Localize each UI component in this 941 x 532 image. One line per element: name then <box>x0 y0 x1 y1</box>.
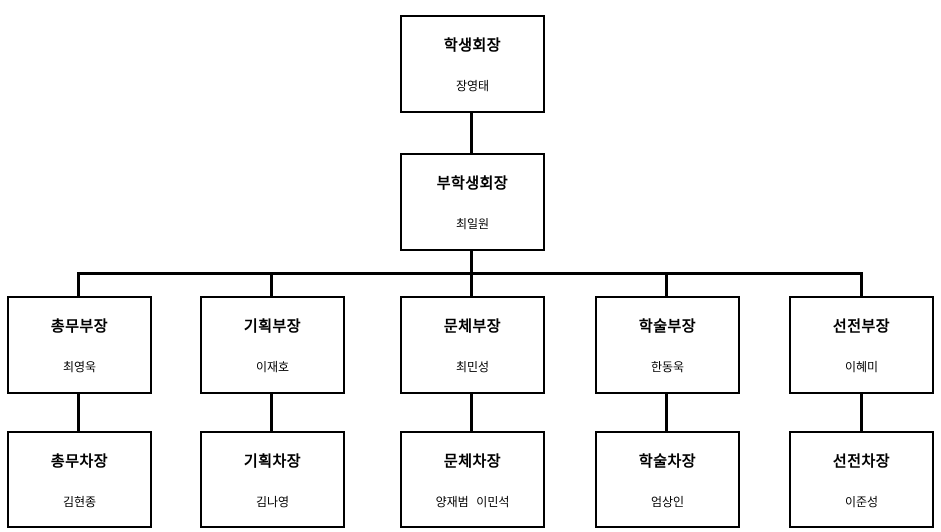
vice-president-box: 부학생회장 최일원 <box>400 153 545 251</box>
dept-head-name: 최민성 <box>455 360 490 374</box>
vice-president-name: 최일원 <box>455 217 490 231</box>
dept-head-box: 기획부장 이재호 <box>200 296 345 394</box>
connector-dept-2 <box>270 392 273 432</box>
connector-dept-4 <box>665 392 668 432</box>
dept-deputy-title: 선전차장 <box>832 451 891 470</box>
dept-head-title: 문체부장 <box>443 317 502 335</box>
dept-head-title: 선전부장 <box>832 317 891 335</box>
dept-head-name: 최영욱 <box>62 360 97 374</box>
connector-drop-2 <box>270 272 273 297</box>
president-box: 학생회장 장영태 <box>400 15 545 113</box>
dept-deputy-name: 김현종 <box>62 494 97 509</box>
connector-vice-bus <box>470 249 473 274</box>
dept-deputy-title: 문체차장 <box>443 451 502 470</box>
dept-head-title: 학술부장 <box>638 317 697 335</box>
dept-deputy-title: 총무차장 <box>50 451 109 470</box>
dept-deputy-title: 기획차장 <box>243 451 302 470</box>
president-name: 장영태 <box>455 79 490 93</box>
vice-president-title: 부학생회장 <box>436 174 509 192</box>
dept-head-title: 총무부장 <box>50 317 109 335</box>
dept-deputy-name: 엄상인 <box>650 494 685 509</box>
dept-head-title: 기획부장 <box>243 317 302 335</box>
dept-head-box: 학술부장 한동욱 <box>595 296 740 394</box>
connector-drop-4 <box>665 272 668 297</box>
dept-deputy-name: 김나영 <box>255 494 290 509</box>
dept-deputy-title: 학술차장 <box>638 451 697 470</box>
dept-head-name: 한동욱 <box>650 360 685 374</box>
dept-deputy-box: 기획차장 김나영 <box>200 431 345 528</box>
president-title: 학생회장 <box>443 36 502 54</box>
dept-head-name: 이혜미 <box>844 360 879 374</box>
dept-deputy-box: 선전차장 이준성 <box>789 431 934 528</box>
connector-dept-5 <box>860 392 863 432</box>
connector-drop-1 <box>77 272 80 297</box>
dept-head-box: 문체부장 최민성 <box>400 296 545 394</box>
connector-dept-3 <box>470 392 473 432</box>
dept-deputy-box: 총무차장 김현종 <box>7 431 152 528</box>
connector-drop-3 <box>470 272 473 297</box>
dept-deputy-name: 이준성 <box>844 494 879 509</box>
dept-head-box: 선전부장 이혜미 <box>789 296 934 394</box>
connector-president-vice <box>470 111 473 154</box>
connector-dept-1 <box>77 392 80 432</box>
dept-head-box: 총무부장 최영욱 <box>7 296 152 394</box>
dept-deputy-name: 양재범 이민석 <box>435 494 510 509</box>
dept-deputy-box: 학술차장 엄상인 <box>595 431 740 528</box>
connector-drop-5 <box>860 272 863 297</box>
dept-deputy-box: 문체차장 양재범 이민석 <box>400 431 545 528</box>
dept-head-name: 이재호 <box>255 360 290 374</box>
